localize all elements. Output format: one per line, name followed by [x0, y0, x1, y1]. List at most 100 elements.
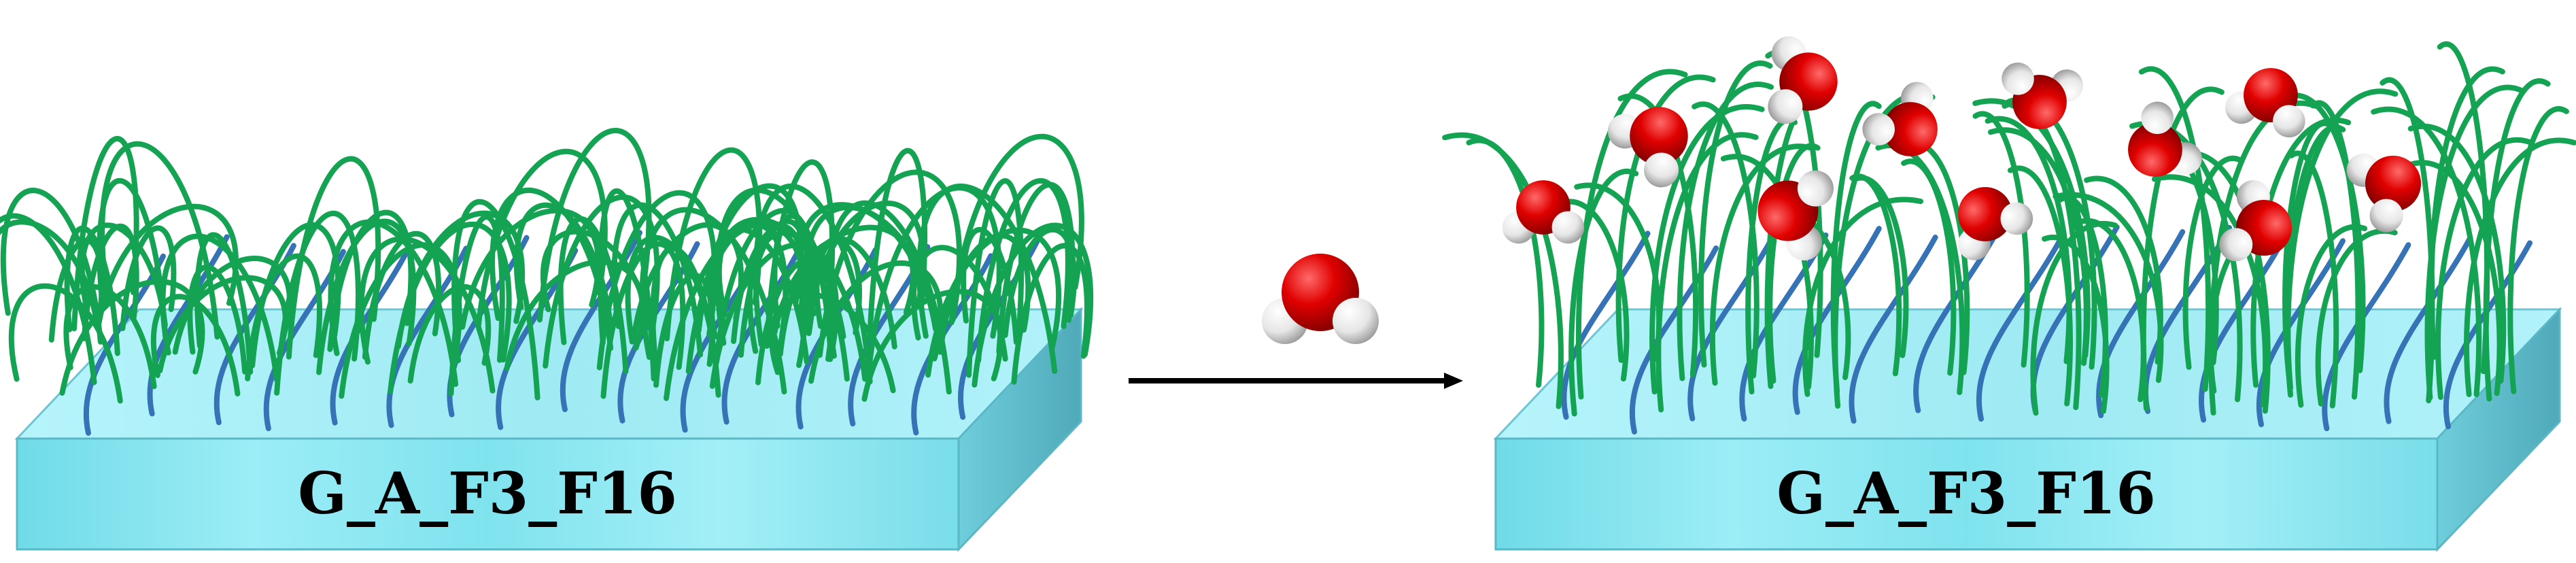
fluoro-chain [976, 178, 1071, 364]
fluoro-chain [948, 133, 1084, 326]
fluoro-chain [2057, 195, 2108, 398]
fluoro-chain [187, 264, 248, 375]
fluoro-chain [2007, 165, 2073, 407]
anchor-chain [2096, 228, 2186, 418]
water-molecule-icon [1862, 82, 1938, 156]
fluoro-chain [1830, 101, 1882, 395]
fluoro-chain [0, 188, 103, 345]
fluoro-chain [755, 256, 835, 386]
fluoro-chain [2182, 156, 2244, 370]
fluoro-chain [611, 202, 704, 358]
substrate-label: G_A_F3_F16 [1776, 460, 2156, 527]
fluoro-chain [1568, 169, 1639, 417]
fluoro-chain [639, 207, 787, 395]
water-molecule-icon [2346, 153, 2422, 233]
fluoro-chain [1802, 197, 1924, 397]
fluoro-chain [250, 222, 341, 369]
water-molecule-icon [2225, 68, 2305, 138]
fluoro-chain [1557, 199, 1630, 382]
fluoro-chain [709, 242, 840, 389]
water-molecule-icon [2128, 101, 2202, 177]
fluoro-chain [1677, 82, 1774, 381]
fluoro-chain [1851, 175, 1909, 358]
fluoro-chain [2030, 221, 2118, 416]
fluoro-chain [867, 148, 928, 342]
fluoro-chain [1575, 69, 1688, 400]
fluoro-chain [630, 222, 744, 343]
fluoro-chain [817, 169, 962, 358]
fluoro-chain [2295, 224, 2368, 408]
fluoro-chain [966, 178, 1025, 378]
fluoro-chain [2407, 123, 2507, 384]
substrate-front-face [1494, 437, 2439, 551]
anchor-chain [1561, 231, 1651, 420]
fluoro-chain [63, 284, 157, 390]
water-molecule-icon [1502, 180, 1585, 244]
fluoro-chain [769, 292, 896, 394]
fluoro-chain [600, 241, 686, 399]
fluoro-chain [1709, 143, 1817, 386]
fluoro-chain [972, 222, 1094, 388]
fluoro-chain [2464, 137, 2576, 398]
anchor-chain [2198, 233, 2288, 423]
fluoro-chain [713, 207, 817, 365]
fluoro-chain [2424, 84, 2524, 400]
fluoro-chain [2282, 120, 2334, 379]
fluoro-chain [707, 226, 810, 365]
water-molecule-icon [1607, 107, 1688, 188]
fluoro-chain [150, 294, 241, 397]
fluoro-chain [362, 231, 442, 360]
fluoro-chain [1901, 158, 1957, 376]
fluoro-chain [1617, 93, 1699, 377]
fluoro-chain [865, 185, 1002, 374]
fluoro-chain [961, 226, 1019, 345]
fluoro-chain [1649, 104, 1765, 395]
fluoro-chain [388, 221, 512, 394]
anchor-chain [2384, 235, 2473, 424]
fluoro-chain [1442, 132, 1564, 409]
fluoro-chain [1002, 226, 1077, 339]
fluoro-chain [513, 202, 615, 334]
water-molecule-icon [1768, 36, 1838, 124]
anchor-chain [1976, 233, 2066, 422]
fluoro-chain [157, 275, 288, 374]
water-molecule-icon [1958, 187, 2033, 260]
water-molecule-icon [2219, 180, 2292, 262]
water-molecule-icon [1757, 170, 1834, 261]
polymer-brush-extended [1442, 41, 2576, 434]
panel-before: G_A_F3_F16 [0, 128, 1094, 552]
fluoro-chain [71, 136, 139, 332]
reaction-arrow-group [1129, 254, 1463, 389]
anchor-chain [2256, 238, 2346, 428]
fluoro-chain [8, 283, 123, 404]
anchor-chain [1739, 232, 1829, 422]
panel-after: G_A_F3_F16 [1442, 36, 2576, 552]
fluoro-chain [2371, 106, 2482, 397]
fluoro-chain [1691, 101, 1759, 379]
fluoro-chain [2483, 78, 2551, 402]
fluoro-chain [81, 223, 139, 341]
water-molecule-icon [2002, 63, 2083, 129]
fluoro-chain [2285, 88, 2399, 391]
anchor-chain [147, 234, 230, 417]
fluoro-chain [95, 203, 239, 329]
substrate-front-face [16, 437, 960, 551]
fluoro-chain [448, 214, 505, 396]
substrate-label: G_A_F3_F16 [298, 460, 677, 527]
fluoro-chain [0, 213, 97, 386]
anchor-chain [721, 242, 804, 425]
fluoro-chain [194, 232, 254, 375]
fluoro-chain [625, 235, 719, 369]
fluoro-chain [1655, 132, 1759, 413]
fluoro-chain [120, 225, 177, 331]
fluoro-chain [2435, 137, 2533, 400]
anchor-chain [1849, 235, 1938, 424]
fluoro-chain [79, 222, 168, 328]
fluoro-chain [2084, 175, 2163, 365]
fluoro-chain [1972, 111, 2030, 368]
polymer-brush-dense [0, 128, 1094, 436]
reaction-arrow-icon [1129, 373, 1463, 389]
adsorbed-water-molecules [1502, 36, 2422, 262]
fluoro-chain [2428, 66, 2505, 360]
